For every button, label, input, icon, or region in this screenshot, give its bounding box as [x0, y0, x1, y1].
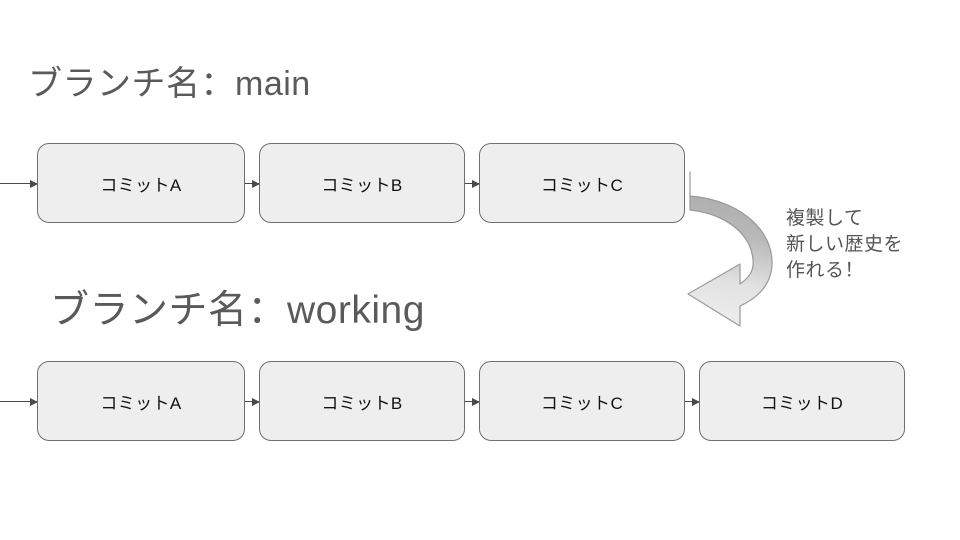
branch-title-working: ブランチ名：working — [50, 289, 425, 332]
commit-box-main-a[interactable]: コミットA — [37, 143, 245, 223]
commit-row-main: コミットA コミットB コミットC — [0, 143, 960, 225]
annotation-line-2: 新しい歴史を — [786, 234, 904, 255]
annotation-note: 複製して 新しい歴史を 作れる！ — [786, 206, 903, 284]
arrow-right-icon-work-in — [0, 397, 38, 406]
arrow-right-icon-work-cd — [685, 397, 700, 406]
curved-copy-arrow-icon — [672, 160, 812, 340]
annotation-line-1: 複製して — [786, 208, 864, 229]
commit-box-working-d[interactable]: コミットD — [699, 361, 905, 441]
commit-label: コミットD — [760, 393, 844, 413]
commit-label: コミットC — [540, 175, 624, 195]
commit-box-working-a[interactable]: コミットA — [37, 361, 245, 441]
commit-label: コミットA — [100, 393, 182, 413]
commit-label: コミットA — [100, 175, 182, 195]
commit-box-working-b[interactable]: コミットB — [259, 361, 465, 441]
arrow-right-icon-main-in — [0, 179, 38, 188]
commit-box-working-c[interactable]: コミットC — [479, 361, 685, 441]
annotation-line-3: 作れる！ — [786, 260, 865, 281]
branch-title-main: ブランチ名：main — [28, 65, 311, 103]
arrow-right-icon-work-ab — [245, 397, 260, 406]
commit-label: コミットC — [540, 393, 624, 413]
commit-box-main-b[interactable]: コミットB — [259, 143, 465, 223]
commit-box-main-c[interactable]: コミットC — [479, 143, 685, 223]
arrow-right-icon-work-bc — [465, 397, 480, 406]
arrow-right-icon-main-bc — [465, 179, 480, 188]
commit-label: コミットB — [321, 175, 403, 195]
arrow-right-icon-main-ab — [245, 179, 260, 188]
commit-label: コミットB — [321, 393, 403, 413]
commit-row-working: コミットA コミットB コミットC コミットD — [0, 361, 960, 443]
